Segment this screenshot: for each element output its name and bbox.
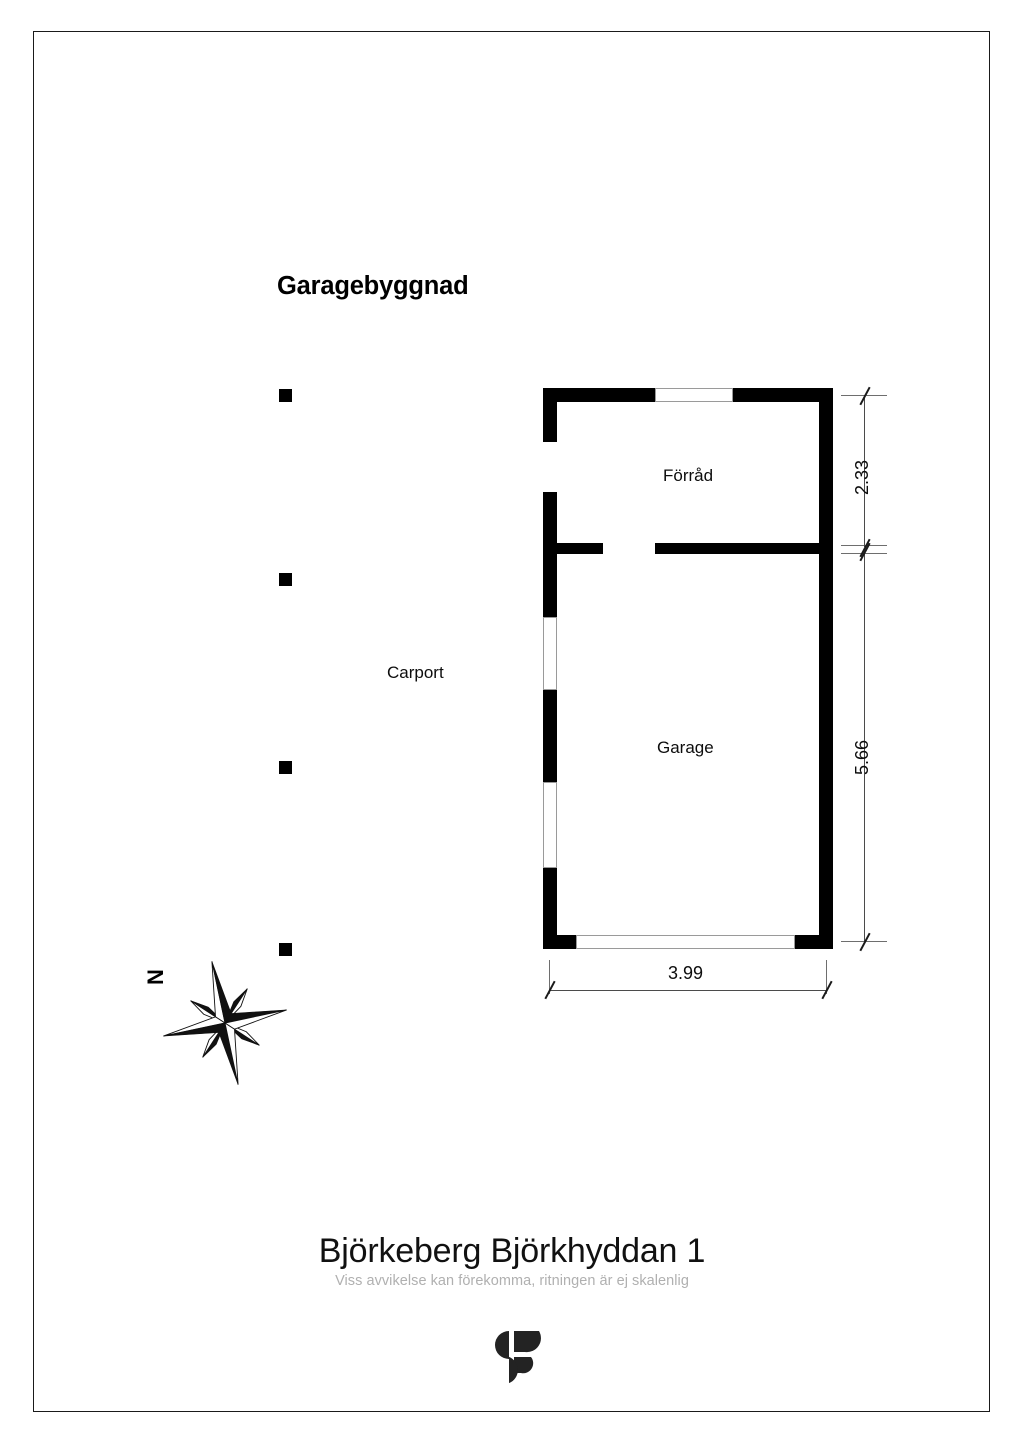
carport-post [279,389,292,402]
footer: Björkeberg Björkhyddan 1 Viss avvikelse … [0,1232,1024,1289]
wall-left-mid-upper [543,492,557,617]
wall-interior-left [543,543,603,554]
room-label-forrad: Förråd [663,466,714,485]
property-title: Björkeberg Björkhyddan 1 [318,1232,706,1270]
wall-bottom-left [543,935,576,949]
wall-left-top [543,388,557,442]
page-title: Garagebyggnad [277,272,469,300]
dim-ext-right [826,960,827,994]
wall-left-mid-lower [543,690,557,782]
carport-post [279,943,292,956]
dim-line-forrad [864,395,865,547]
room-label-garage: Garage [657,738,714,757]
dim-line-width [549,990,827,991]
wall-top-right [733,388,833,402]
window-top [655,388,733,402]
garage-door [576,935,795,949]
window-left-lower [543,782,557,868]
wall-bottom-right [795,935,833,949]
wall-interior-right [655,543,833,554]
disclaimer-text: Viss avvikelse kan förekomma, ritningen … [335,1273,689,1290]
door-forrad [543,442,557,492]
dim-value-forrad: 2.33 [852,459,872,495]
wall-top-left [543,388,655,402]
dim-line-garage [864,551,865,941]
compass-rose-icon [160,958,290,1088]
carport-post [279,761,292,774]
carport-post [279,573,292,586]
dim-ext-left [549,960,550,994]
room-label-carport: Carport [387,663,444,682]
window-left-upper [543,617,557,690]
page-border [33,31,990,1412]
compass-north-label: N [143,969,168,985]
wall-right [819,388,833,949]
dim-value-garage: 5.66 [852,739,872,775]
sf-logo-icon [481,1327,543,1385]
wall-left-bottom [543,868,557,949]
dim-value-width: 3.99 [668,963,704,983]
